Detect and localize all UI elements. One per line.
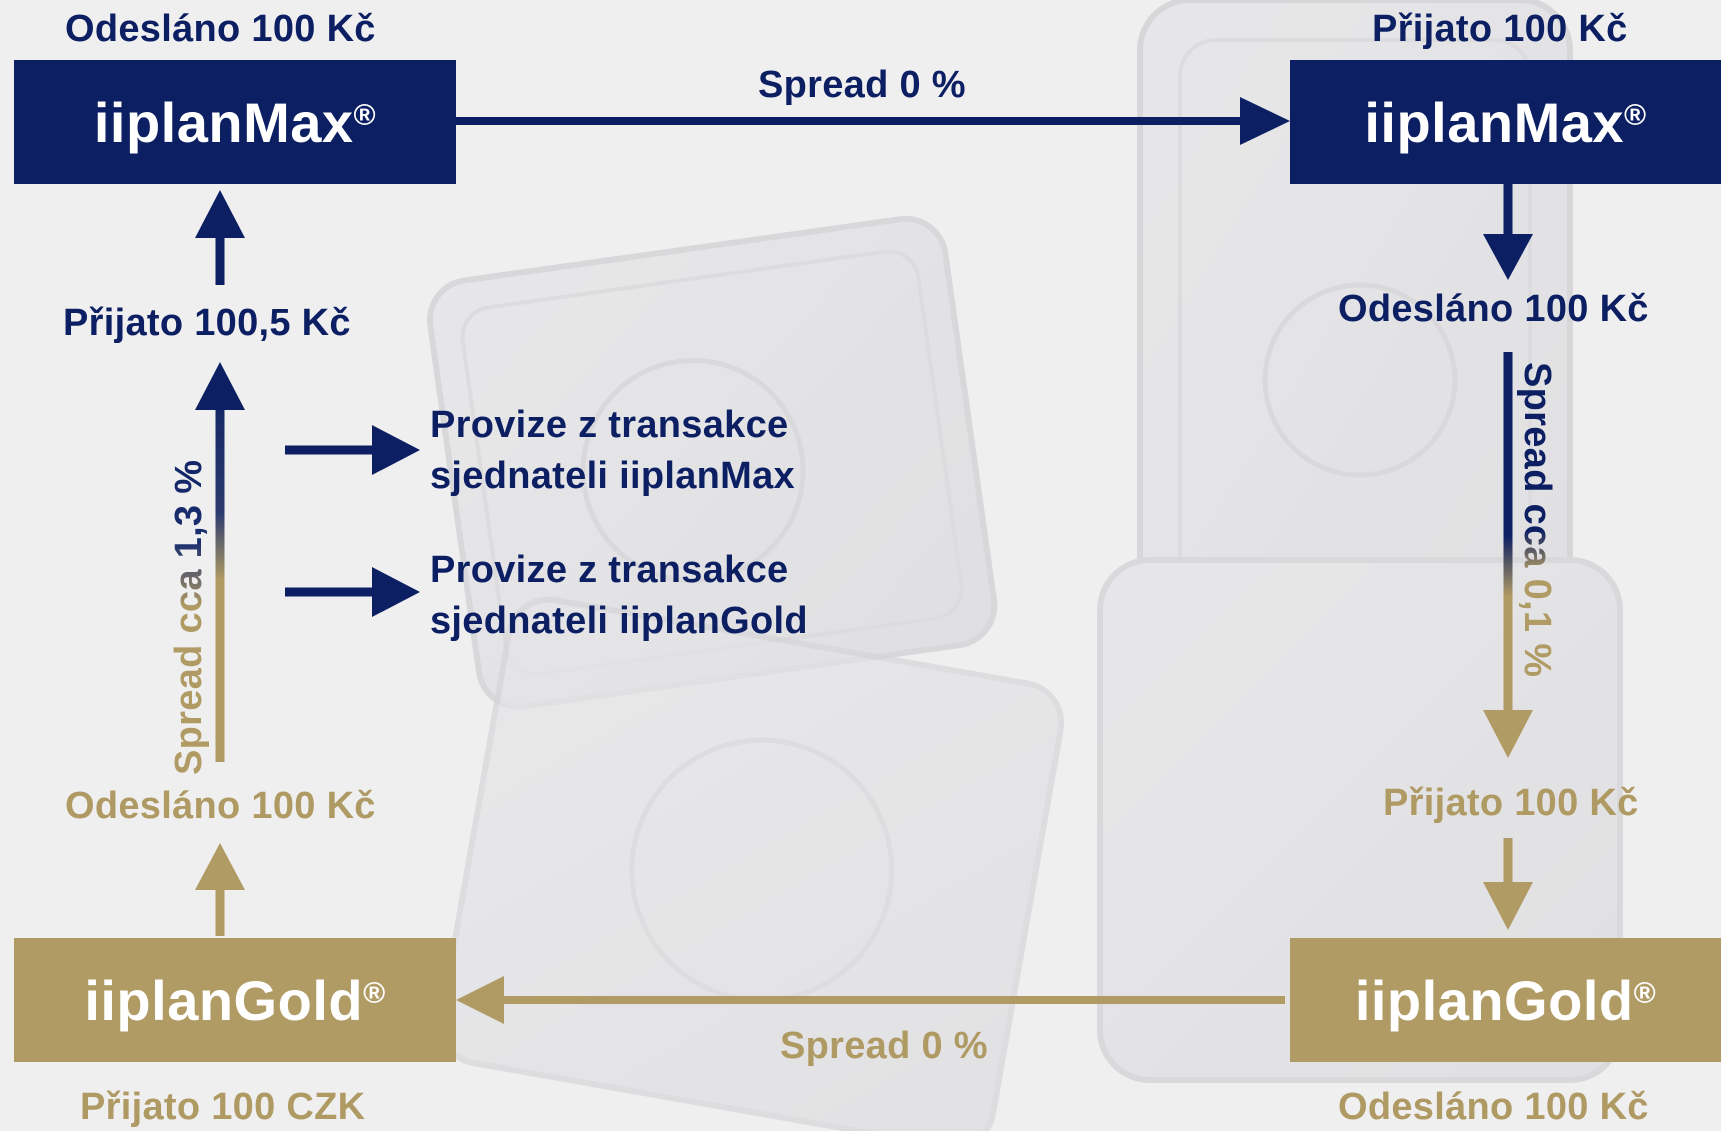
label-received-right-gold: Přijato 100 Kč (1383, 782, 1639, 824)
commission-line-2: sjednateli iiplanMax (430, 455, 795, 497)
label-top-right: Přijato 100 Kč (1372, 8, 1628, 50)
label-spread-left-vertical: Spread cca 1,3 % (167, 401, 211, 775)
label-top-left: Odesláno 100 Kč (65, 8, 376, 50)
box-label: iiplanGold (84, 968, 364, 1032)
box-label: iiplanGold (1354, 968, 1634, 1032)
arrow-top-horizontal (456, 97, 1290, 145)
arrow-commission-gold (285, 567, 420, 617)
arrow-left-spread (195, 362, 245, 762)
box-iiplanmax-right: iiplanMax® (1290, 60, 1721, 184)
box-iiplangold-right: iiplanGold® (1290, 938, 1721, 1062)
label-spread-right-vertical: Spread cca 0,1 % (1515, 362, 1559, 712)
label-received-left: Přijato 100,5 Kč (63, 302, 351, 344)
label-spread-bottom: Spread 0 % (780, 1025, 988, 1067)
registered-mark: ® (1624, 99, 1647, 132)
box-label: iiplanMax (93, 90, 354, 154)
box-iiplanmax-left: iiplanMax® (14, 60, 456, 184)
commission-gold-text: Provize z transakce sjednateli iiplanGol… (430, 545, 808, 647)
arrow-bottom-horizontal (456, 976, 1285, 1024)
arrow-left-up-gold (195, 843, 245, 936)
registered-mark: ® (1633, 977, 1657, 1010)
label-bottom-left: Přijato 100 CZK (80, 1086, 366, 1128)
commission-line-1: Provize z transakce (430, 549, 789, 591)
label-spread-top: Spread 0 % (758, 64, 966, 106)
registered-mark: ® (353, 99, 377, 132)
commission-line-1: Provize z transakce (430, 404, 789, 446)
box-iiplangold-left: iiplanGold® (14, 938, 456, 1062)
commission-max-text: Provize z transakce sjednateli iiplanMax (430, 400, 795, 502)
label-bottom-right: Odesláno 100 Kč (1338, 1086, 1649, 1128)
commission-line-2: sjednateli iiplanGold (430, 600, 808, 642)
box-label: iiplanMax (1364, 90, 1625, 154)
registered-mark: ® (363, 977, 386, 1010)
arrow-right-spread (1483, 352, 1533, 758)
arrow-commission-max (285, 425, 420, 475)
label-sent-right: Odesláno 100 Kč (1338, 288, 1649, 330)
arrow-left-up-navy (195, 190, 245, 285)
arrow-right-down-navy (1483, 183, 1533, 280)
label-sent-left-gold: Odesláno 100 Kč (65, 785, 376, 827)
arrow-right-down-gold (1483, 838, 1533, 930)
